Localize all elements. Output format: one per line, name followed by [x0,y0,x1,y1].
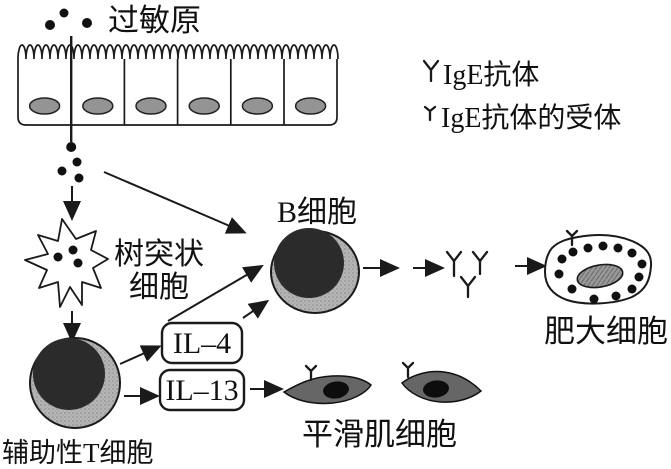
legend-antibody-label: IgE抗体 [443,59,539,91]
receptor-t-icon [565,229,579,247]
allergen-particles-top [45,8,92,30]
mast-cell-label: 肥大细胞 [544,314,668,349]
antibody-y-icon [445,250,463,278]
allergen-particles-below [57,157,84,183]
epithelium [17,44,339,126]
b-cell-label: B细胞 [277,196,357,229]
legend-receptor-row: IgE抗体的受体 [423,102,621,134]
il13-box: IL–13 [158,368,246,412]
il4-box: IL–4 [160,321,244,365]
helper-t-cell [29,337,121,429]
smooth-muscle-label: 平滑肌细胞 [302,417,457,452]
ige-antibody-icon [422,59,440,83]
helper-t-cell-label: 辅助性T细胞 [2,438,154,468]
smooth-muscle-cell-2 [400,361,483,403]
arrow-il4-to-b-cell [242,299,270,319]
ige-antibody-group [445,250,489,299]
smooth-muscle-cell-1 [282,364,372,405]
mast-cell [543,229,653,305]
arrow-allergen-to-b-cell [103,171,247,234]
mast-cell-granules [554,241,647,304]
allergen-penetration-line [66,36,77,152]
antibody-y-icon [459,275,477,299]
il13-label: IL–13 [165,374,238,407]
legend-antibody-row: IgE抗体 [422,59,539,91]
epithelial-nuclei [28,97,327,115]
legend: IgE抗体 IgE抗体的受体 [422,59,621,134]
dendritic-cell [24,218,109,308]
allergen-label: 过敏原 [108,3,201,38]
dendritic-cell-label-line1: 树突状 [114,238,204,271]
b-cell [270,228,360,314]
legend-receptor-label: IgE抗体的受体 [441,102,621,134]
arrow-dendritic-to-b-cell [167,264,264,322]
il4-label: IL–4 [173,327,231,360]
ige-receptor-icon [423,105,437,122]
receptor-y-icon [401,361,415,379]
arrow-t-cell-to-il4 [119,345,162,365]
dendritic-cell-label-line2: 细胞 [129,271,189,304]
antibody-y-icon [471,250,489,276]
microvilli-border [17,44,339,60]
receptor-y-icon [304,364,318,382]
